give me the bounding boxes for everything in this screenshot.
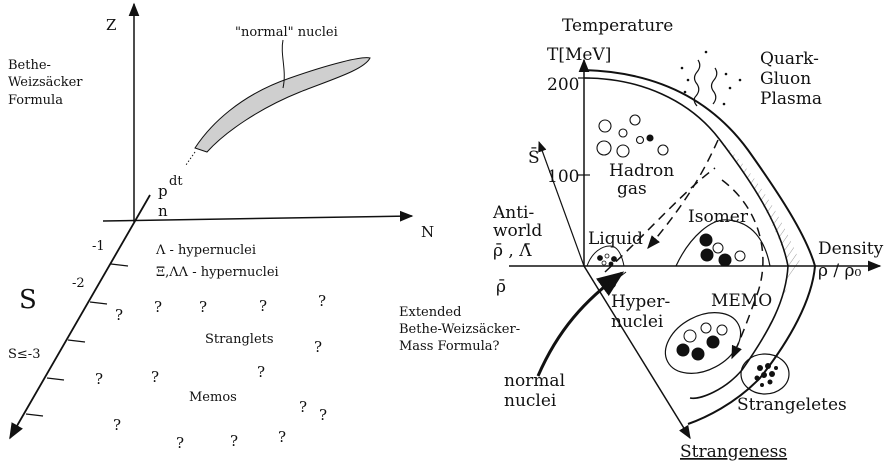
- antistrangeness-axis: [538, 140, 585, 267]
- memo-particles: [676, 322, 728, 361]
- stranglets-label: Stranglets: [205, 332, 274, 347]
- question-mark: ?: [318, 292, 326, 310]
- rhobar-label: ρ̄: [496, 277, 506, 297]
- question-mark: ?: [257, 363, 265, 381]
- valley-dotted-tail: [185, 151, 196, 166]
- s-axis-ticks: [25, 263, 129, 417]
- qgp-dots: [680, 50, 742, 106]
- question-mark: ?: [151, 368, 159, 386]
- question-mark: ?: [95, 370, 103, 388]
- antiworld-label-line1: Anti-: [492, 203, 534, 223]
- extended-bw-line1: Extended: [399, 305, 461, 320]
- hadron-gas-label-line2: gas: [617, 179, 647, 199]
- memo-ellipse: [664, 312, 742, 374]
- density-label: Density: [818, 239, 884, 259]
- bethe-weizsacker-line2: Weizsäcker: [8, 75, 83, 90]
- n-axis: [102, 210, 414, 222]
- lambda-hypernuclei-label: Λ - hypernuclei: [155, 243, 256, 258]
- liquid-particles: [597, 253, 617, 267]
- left-panel: Z N S Bethe- Weizsäcker Formula "normal"…: [8, 2, 520, 452]
- strangeness-label: Strangeness: [680, 442, 787, 462]
- z-axis-label: Z: [106, 16, 116, 34]
- tmev-label: T[MeV]: [547, 45, 611, 65]
- dashed-trajectory-curve: [721, 179, 764, 360]
- memos-label: Memos: [189, 390, 237, 405]
- memo-label: MEMO: [711, 291, 772, 311]
- qgp-label-line1: Quark-: [760, 49, 819, 69]
- qgp-label-line2: Gluon: [760, 69, 811, 89]
- right-panel: Temperature T[MeV] 200 100 Quark- Gluon …: [492, 16, 884, 462]
- t200-label: 200: [547, 75, 579, 95]
- n-axis-label: N: [421, 223, 434, 241]
- question-mark: ?: [113, 416, 121, 434]
- hypernuclei-pointer: [612, 271, 627, 283]
- bethe-weizsacker-line1: Bethe-: [8, 58, 51, 73]
- question-mark: ?: [154, 298, 162, 316]
- hadron-gas-particles: [596, 114, 669, 158]
- n-label: n: [158, 202, 168, 220]
- hypernuclei-dot: [608, 280, 616, 288]
- isomer-label: Isomer: [688, 207, 749, 227]
- hypernuclei-label-line1: Hyper-: [611, 292, 670, 312]
- tick-label-minus1: -1: [92, 239, 105, 254]
- dashed-trajectory-down: [647, 139, 719, 250]
- extended-bw-line3: Mass Formula?: [399, 339, 499, 354]
- question-mark: ?: [230, 432, 238, 450]
- question-mark: ?: [319, 406, 327, 424]
- p-label: p: [158, 182, 168, 200]
- extended-bw-line2: Bethe-Weizsäcker-: [399, 322, 520, 337]
- hatched-mixed-region: [720, 140, 800, 370]
- question-mark: ?: [314, 338, 322, 356]
- normal-nuclei-label: "normal" nuclei: [235, 25, 338, 40]
- normal-nuclei-line2: nuclei: [504, 391, 557, 411]
- question-mark: ?: [259, 297, 267, 315]
- strangeletes-label: Strangeletes: [737, 395, 847, 415]
- strangelet-ellipse: [740, 353, 790, 395]
- question-mark: ?: [199, 298, 207, 316]
- qgp-squiggles: [693, 59, 718, 107]
- question-mark: ?: [278, 428, 286, 446]
- question-mark: ?: [299, 398, 307, 416]
- normal-nuclei-valley: [194, 57, 371, 153]
- xi-lambda-lambda-hypernuclei-label: Ξ,ΛΛ - hypernuclei: [156, 265, 279, 280]
- hypernuclei-label-line2: nuclei: [611, 312, 664, 332]
- dashed-trajectory-inner: [604, 167, 716, 273]
- tick-label-minus2: -2: [72, 276, 85, 291]
- question-mark: ?: [115, 306, 123, 324]
- normal-nuclei-pointer: [281, 39, 285, 89]
- strangelet-cluster: [754, 363, 778, 387]
- rho-over-rho0-label: ρ / ρ₀: [818, 261, 862, 281]
- rhobar-lambdabar-label: ρ̄ , Λ̄: [493, 241, 532, 261]
- liquid-label: Liquid: [588, 229, 643, 249]
- liquid-region: [586, 245, 625, 267]
- bethe-weizsacker-line3: Formula: [8, 93, 63, 108]
- t100-label: 100: [547, 167, 579, 187]
- tick-label-s-le-minus3: S≤-3: [8, 347, 40, 362]
- hadron-gas-label-line1: Hadron: [609, 161, 674, 181]
- s-bar-label: S̄: [528, 146, 540, 168]
- normal-nuclei-arrow: [536, 271, 625, 377]
- s-axis-label: S: [19, 285, 37, 315]
- s-axis: [9, 194, 151, 440]
- question-mark: ?: [176, 434, 184, 452]
- qgp-label-line3: Plasma: [760, 89, 822, 109]
- temperature-label: Temperature: [562, 16, 673, 36]
- antiworld-label-line2: world: [493, 221, 542, 241]
- dt-label: dt: [169, 174, 183, 189]
- isomer-region: [675, 219, 771, 267]
- isomer-particles: [699, 233, 746, 267]
- normal-nuclei-line1: normal: [504, 371, 565, 391]
